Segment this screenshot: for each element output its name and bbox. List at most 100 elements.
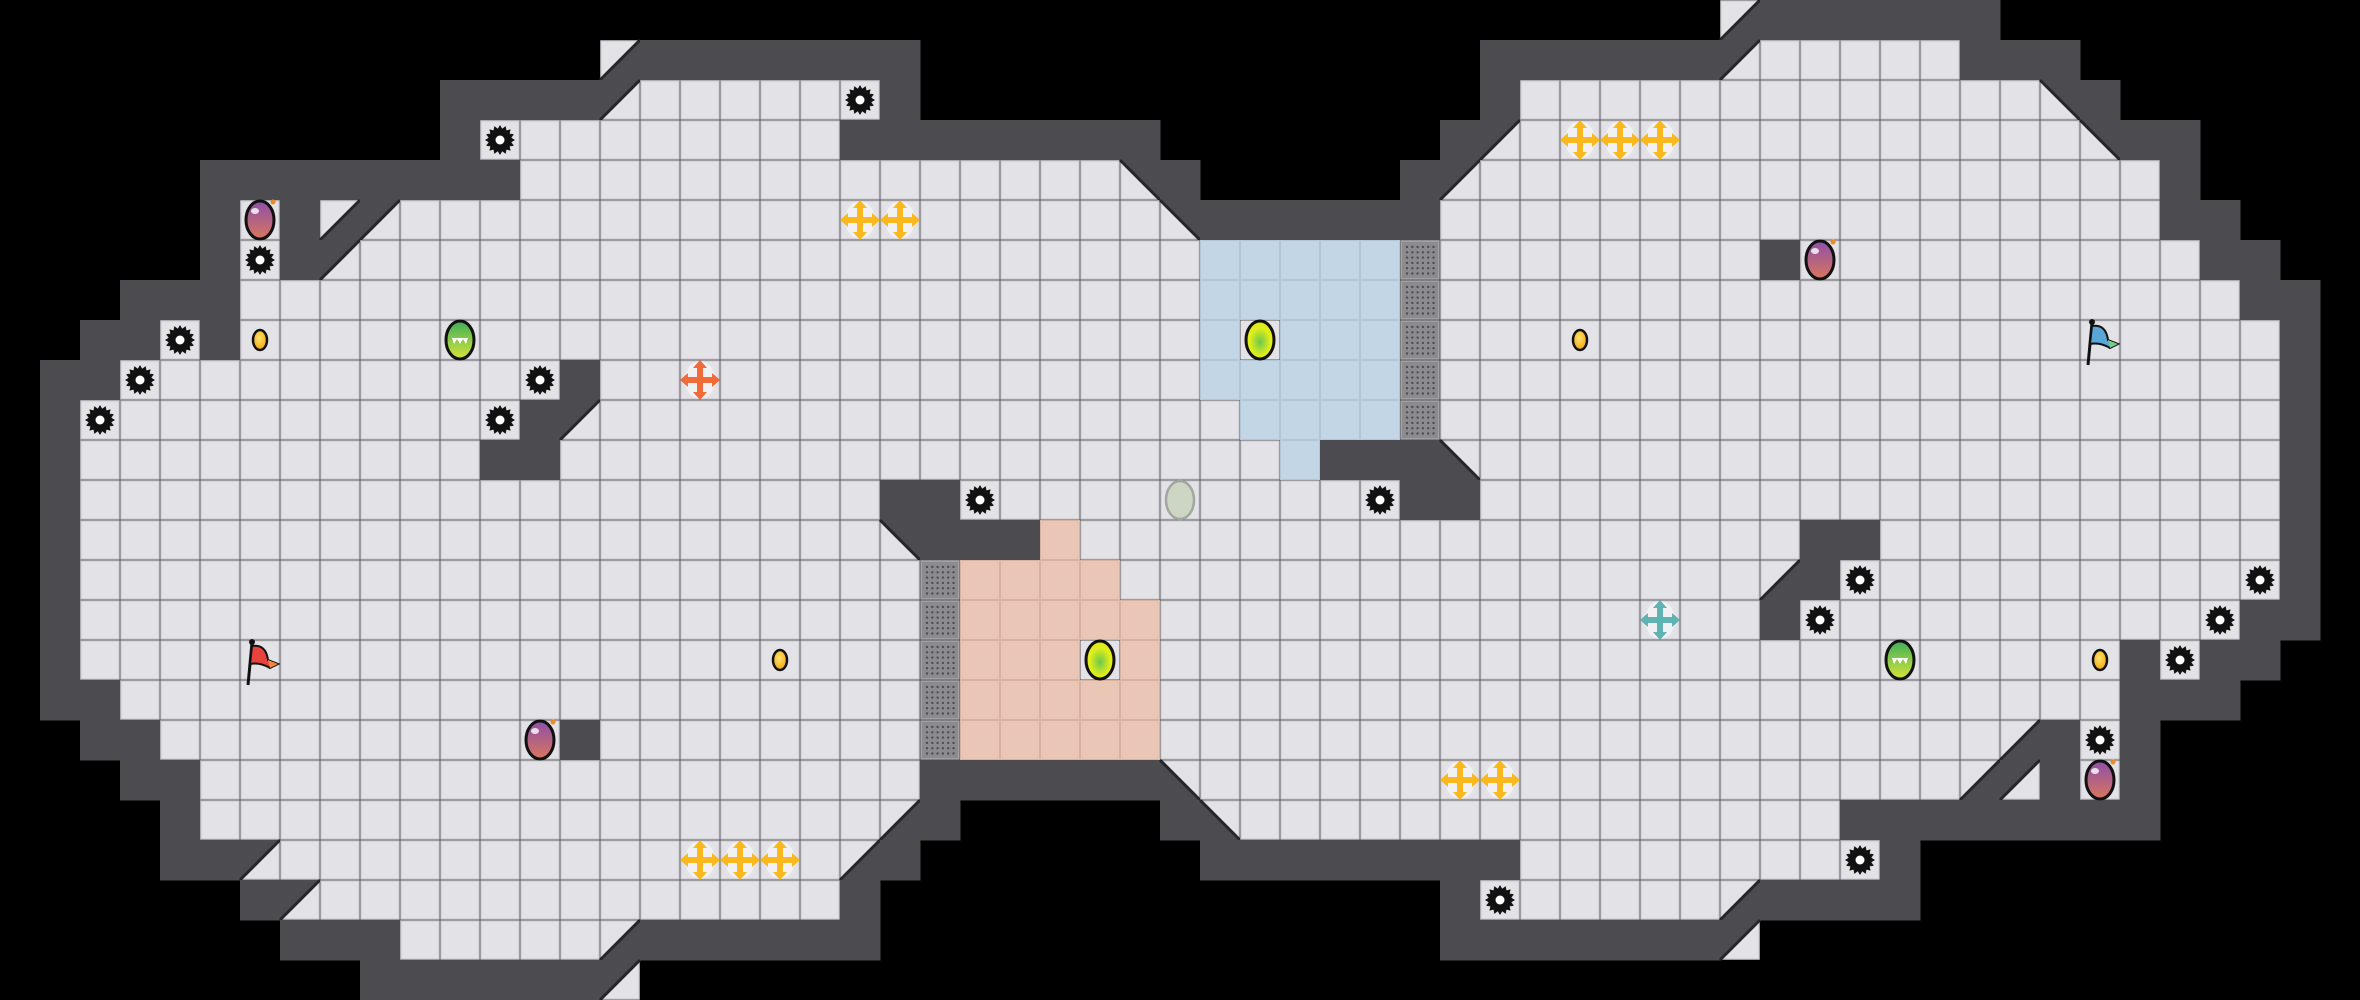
floor-tile	[1880, 760, 1920, 800]
wall-tile	[400, 160, 441, 201]
floor-tile	[1640, 200, 1680, 240]
floor-tile	[1200, 480, 1240, 520]
floor-tile	[1520, 840, 1560, 880]
sand-tile	[1080, 600, 1120, 640]
floor-tile	[2080, 200, 2120, 240]
floor-tile	[1560, 80, 1600, 120]
floor-tile	[520, 520, 560, 560]
floor-tile	[1160, 520, 1200, 560]
floor-tile	[1520, 800, 1560, 840]
sand-tile	[1080, 720, 1120, 760]
wall-tile	[1560, 40, 1601, 81]
wall-tile	[800, 40, 841, 81]
wall-tile	[1440, 480, 1481, 521]
wall-tile	[2280, 360, 2321, 401]
floor-tile	[360, 600, 400, 640]
floor-tile	[640, 760, 680, 800]
gear-hazard-icon	[485, 125, 515, 155]
floor-tile	[1760, 800, 1800, 840]
wall-tile	[1480, 40, 1521, 81]
water-tile	[1320, 360, 1360, 400]
floor-tile	[1800, 360, 1840, 400]
floor-tile	[400, 480, 440, 520]
wall-tile	[160, 760, 201, 801]
wall-tile	[1520, 40, 1561, 81]
floor-tile	[1200, 720, 1240, 760]
floor-tile	[1600, 640, 1640, 680]
floor-tile	[1640, 320, 1680, 360]
floor-tile	[880, 320, 920, 360]
floor-tile	[600, 560, 640, 600]
gear-hazard-icon	[525, 365, 555, 395]
floor-tile	[880, 600, 920, 640]
wall-tile	[640, 40, 681, 81]
floor-tile	[1320, 600, 1360, 640]
floor-tile	[800, 480, 840, 520]
floor-tile	[1880, 560, 1920, 600]
floor-tile	[720, 440, 760, 480]
wall-tile	[1840, 0, 1881, 41]
floor-tile	[2160, 240, 2200, 280]
floor-tile	[1920, 360, 1960, 400]
floor-tile	[600, 760, 640, 800]
floor-tile	[600, 440, 640, 480]
floor-tile	[1040, 280, 1080, 320]
floor-tile	[1160, 240, 1200, 280]
water-tile	[1280, 320, 1320, 360]
floor-tile	[440, 800, 480, 840]
floor-tile	[1440, 640, 1480, 680]
floor-tile	[840, 280, 880, 320]
wall-tile	[40, 360, 81, 401]
floor-tile	[2160, 600, 2200, 640]
floor-tile	[2120, 280, 2160, 320]
floor-tile	[360, 480, 400, 520]
floor-tile	[1520, 400, 1560, 440]
floor-tile	[880, 160, 920, 200]
floor-tile	[840, 360, 880, 400]
floor-tile	[1000, 360, 1040, 400]
floor-tile	[200, 400, 240, 440]
floor-tile	[1040, 200, 1080, 240]
floor-tile	[1240, 760, 1280, 800]
floor-tile	[520, 480, 560, 520]
floor-tile	[1600, 520, 1640, 560]
wall-tile	[200, 200, 241, 241]
floor-tile	[2160, 320, 2200, 360]
floor-tile	[1280, 640, 1320, 680]
floor-tile	[280, 480, 320, 520]
gear-hazard-icon	[845, 85, 875, 115]
floor-tile	[360, 360, 400, 400]
floor-tile	[1600, 400, 1640, 440]
wall-tile	[760, 40, 801, 81]
floor-tile	[1720, 320, 1760, 360]
floor-tile	[1680, 200, 1720, 240]
floor-tile	[2160, 400, 2200, 440]
floor-tile	[1920, 80, 1960, 120]
floor-tile	[560, 840, 600, 880]
wall-tile	[1920, 0, 1961, 41]
wall-tile	[480, 440, 521, 481]
floor-tile	[1400, 640, 1440, 680]
sand-tile	[1000, 720, 1040, 760]
floor-tile	[1800, 480, 1840, 520]
floor-tile	[1480, 200, 1520, 240]
floor-tile	[560, 120, 600, 160]
floor-tile	[1560, 360, 1600, 400]
water-tile	[1280, 360, 1320, 400]
floor-tile	[440, 560, 480, 600]
floor-tile	[1320, 680, 1360, 720]
sand-tile	[1000, 600, 1040, 640]
wall-tile	[1440, 840, 1481, 881]
floor-tile	[440, 680, 480, 720]
grate-tile	[920, 680, 960, 720]
floor-tile	[680, 520, 720, 560]
wall-tile	[2040, 800, 2081, 841]
floor-tile	[1560, 640, 1600, 680]
floor-tile	[1680, 640, 1720, 680]
floor-tile	[1920, 480, 1960, 520]
gear-hazard-icon	[1805, 605, 1835, 635]
grate-tile	[920, 720, 960, 760]
wall-tile	[2040, 720, 2081, 761]
floor-tile	[720, 640, 760, 680]
